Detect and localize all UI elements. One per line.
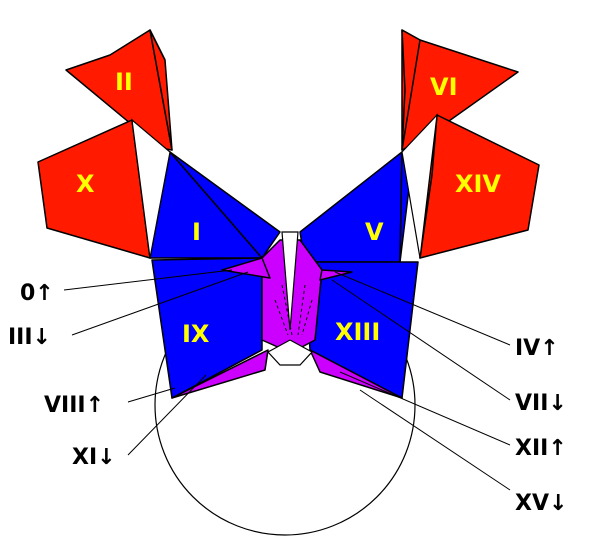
center-fold xyxy=(171,239,403,399)
leader-lines xyxy=(63,269,511,491)
center-gap-top xyxy=(281,231,299,331)
right-slit xyxy=(401,113,438,259)
callout-XII-up: XII↑ xyxy=(515,436,567,461)
flap-II xyxy=(65,29,173,151)
panel-IX xyxy=(151,257,263,399)
center-gap-bottom xyxy=(267,339,313,366)
left-slit xyxy=(131,118,171,259)
panel-V xyxy=(299,151,411,263)
label-panel-I: I xyxy=(192,218,201,246)
label-panel-X: X xyxy=(76,170,95,198)
flap-VI xyxy=(401,29,519,151)
label-panel-II: II xyxy=(115,68,133,96)
label-panel-XIV: XIV xyxy=(455,170,501,198)
callout-IV-up: IV↑ xyxy=(515,336,559,361)
panel-I xyxy=(149,151,281,259)
label-panel-V: V xyxy=(365,218,384,246)
label-panel-IX: IX xyxy=(182,320,210,348)
label-panel-XIII: XIII xyxy=(335,318,380,346)
label-panel-VI: VI xyxy=(430,73,458,101)
callout-0-up: 0↑ xyxy=(20,281,54,306)
callout-XI-down: XI↓ xyxy=(72,445,116,470)
callout-III-down: III↓ xyxy=(8,325,51,350)
callout-XV-down: XV↓ xyxy=(515,491,567,516)
callout-VIII-up: VIII↑ xyxy=(44,393,104,418)
callout-VII-down: VII↓ xyxy=(515,391,567,416)
